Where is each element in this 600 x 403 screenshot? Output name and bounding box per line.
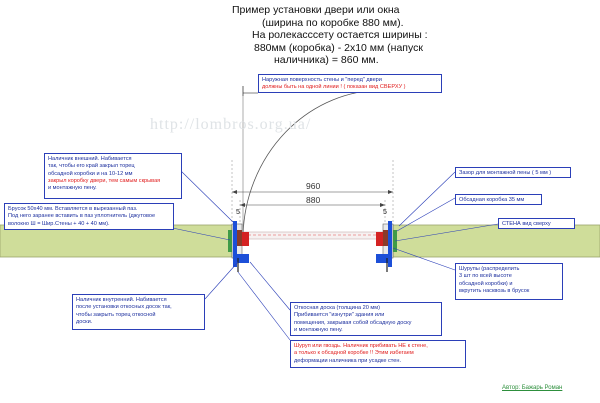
note-line: вкрутить насквозь в брусок: [459, 287, 530, 294]
door-leaf-strip: [242, 231, 384, 240]
note-frame: Обсадная коробка 35 мм: [455, 194, 542, 205]
note-line: чтобы закрыть торец откосной: [76, 311, 156, 318]
note-line: деформации наличника при усадке стен.: [294, 357, 402, 364]
note-warning-line: должны быть на одной линии ! ( показан в…: [262, 84, 406, 91]
note-warning-line: Шуруп или гвоздь. Наличник прибивать НЕ …: [294, 343, 428, 349]
note-jamb-board: Откосная доска (толщина 20 мм) Прибивает…: [290, 302, 442, 336]
title-line: (ширина по коробке 880 мм).: [262, 16, 404, 29]
left-inner-trim: [237, 254, 249, 263]
note-line: Откосная доска (толщина 20 мм): [294, 305, 380, 311]
note-line: так, чтобы его край закрыл торец: [48, 163, 135, 170]
gap-left-label: 5: [236, 209, 240, 216]
note-line: Шурупы (распределить: [459, 266, 520, 272]
page-title: Пример установки двери или окна (ширина …: [232, 4, 448, 67]
note-wall: СТЕНА вид сверху: [498, 218, 575, 229]
note-line: Прибивается "изнутри" здания или: [294, 312, 385, 319]
right-inner-trim: [376, 254, 388, 263]
door-swing-arc: [242, 89, 384, 236]
note-line: и монтажную пену.: [48, 185, 97, 192]
note-screws: Шурупы (распределить 3 шт по всей высоте…: [455, 263, 563, 300]
dimension-inner-label: 880: [306, 195, 321, 205]
gap-right-label: 5: [383, 209, 387, 216]
note-line: после установки откосных досок так,: [76, 304, 172, 311]
note-line: Наличник внешний. Набивается: [48, 156, 132, 162]
title-line: Пример установки двери или окна: [232, 4, 400, 16]
note-warning-line: закрыл коробку двери, тем самым скрывая: [48, 177, 161, 184]
note-line: Наружная поверхность стены и "перед" две…: [262, 77, 382, 83]
right-foam: [376, 232, 383, 246]
note-line: обсадной коробки) и: [459, 280, 513, 287]
author-credit: Автор: Бажарь Роман: [502, 385, 563, 391]
note-line: Наличник внутренний. Набивается: [76, 297, 167, 303]
note-line: и монтажную пену.: [294, 326, 343, 333]
right-bar: [383, 230, 391, 246]
note-line: Под него заранее вставить в паз уплотнит…: [8, 213, 156, 220]
title-line: На ролекасссету остается ширины :: [252, 29, 428, 42]
left-foam: [242, 232, 249, 246]
note-line: Брусок 50х40 мм. Вставляется в вырезанны…: [8, 206, 138, 212]
note-warning-line: а только к обсадной коробке !! Этим избе…: [294, 350, 414, 357]
dimension-outer-label: 960: [306, 181, 321, 191]
wall-right-segment: [392, 224, 600, 258]
title-line: наличника) = 860 мм.: [274, 54, 379, 67]
note-bar: Брусок 50х40 мм. Вставляется в вырезанны…: [4, 203, 174, 230]
note-inner-trim: Наличник внутренний. Набивается после ус…: [72, 294, 205, 330]
note-line: волокно Ш = Шир.Стены + 40 + 40 мм).: [8, 220, 110, 227]
note-nail: Шуруп или гвоздь. Наличник прибивать НЕ …: [290, 340, 466, 368]
note-outer-trim: Наличник внешний. Набивается так, чтобы …: [44, 153, 182, 199]
left-bar: [234, 230, 242, 246]
watermark-text: http://lombros.org.ua/: [150, 116, 312, 133]
title-line: 880мм (коробка) - 2х10 мм (напуск: [254, 41, 423, 54]
note-surface-alignment: Наружная поверхность стены и "перед" две…: [258, 74, 442, 93]
wall-left-segment: [0, 224, 233, 258]
note-foam-gap: Зазор для монтажной пены ( 5 мм ): [455, 167, 571, 178]
note-line: обсадной коробки и на 10-12 мм: [48, 170, 133, 177]
note-line: 3 шт по всей высоте: [459, 273, 512, 280]
left-outer-trim: [233, 221, 237, 267]
right-outer-trim: [388, 221, 392, 267]
note-line: помещения, закрывая собой обсадную доску: [294, 319, 412, 326]
note-line: доски.: [76, 318, 93, 325]
left-seal: [228, 230, 232, 252]
